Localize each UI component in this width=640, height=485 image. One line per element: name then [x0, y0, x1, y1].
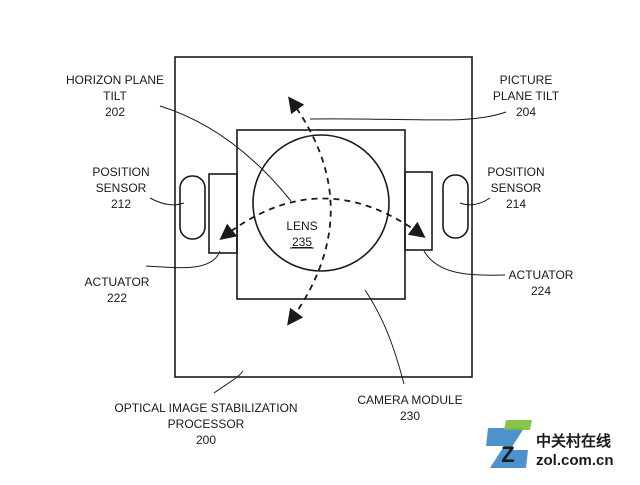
label-camera-ref: 230: [400, 409, 420, 423]
label-actuator222-ref: 222: [107, 291, 127, 305]
zol-brand-cn: 中关村在线: [536, 432, 611, 450]
label-picture-line2: PLANE TILT: [493, 89, 560, 103]
picture-plane-tilt-arc: [287, 96, 332, 326]
label-position-sensor-214: POSITION SENSOR 214: [487, 165, 544, 211]
horizon-plane-tilt-arc: [219, 197, 426, 241]
leader-camera-230: [364, 289, 405, 385]
label-horizon-ref: 202: [105, 105, 125, 119]
label-sensor214-ref: 214: [506, 197, 526, 211]
label-sensor214-line2: SENSOR: [491, 181, 542, 195]
label-sensor212-line1: POSITION: [92, 165, 149, 179]
actuator-left: [208, 173, 238, 254]
label-camera-line1: CAMERA MODULE: [357, 393, 462, 407]
zol-logo-letter: Z: [501, 442, 514, 467]
label-horizon-plane-tilt: HORIZON PLANE TILT 202: [66, 73, 164, 119]
label-horizon-line2: TILT: [103, 89, 127, 103]
leader-sensor-212: [149, 197, 185, 206]
position-sensor-left: [179, 175, 206, 240]
label-lens-ref: 235: [292, 235, 312, 249]
label-picture-plane-tilt: PICTURE PLANE TILT 204: [493, 73, 560, 119]
leader-actuator-222: [145, 250, 221, 269]
zol-watermark: Z 中关村在线 zol.com.cn: [486, 420, 614, 469]
leader-horizon-202: [159, 105, 292, 202]
position-sensor-right: [442, 174, 469, 239]
ois-processor-box: [174, 56, 473, 378]
label-ois-ref: 200: [196, 433, 216, 447]
label-ois-processor: OPTICAL IMAGE STABILIZATION PROCESSOR 20…: [114, 401, 297, 447]
zol-logo-icon: Z: [486, 420, 532, 468]
label-horizon-line1: HORIZON PLANE: [66, 73, 164, 87]
label-position-sensor-212: POSITION SENSOR 212: [92, 165, 149, 211]
label-actuator224-ref: 224: [531, 284, 551, 298]
label-lens-line1: LENS: [286, 219, 317, 233]
lens-circle: [252, 134, 390, 272]
label-sensor212-ref: 212: [111, 197, 131, 211]
label-actuator-222: ACTUATOR 222: [85, 275, 150, 305]
zol-url: zol.com.cn: [536, 452, 614, 469]
label-actuator224-line1: ACTUATOR: [509, 268, 574, 282]
camera-module-box: [236, 129, 406, 300]
label-ois-line1: OPTICAL IMAGE STABILIZATION: [114, 401, 297, 415]
leader-actuator-224: [423, 250, 506, 276]
label-actuator222-line1: ACTUATOR: [85, 275, 150, 289]
label-lens: LENS 235: [286, 219, 317, 249]
label-sensor212-line2: SENSOR: [96, 181, 147, 195]
leader-ois-200: [213, 370, 244, 394]
label-camera-module: CAMERA MODULE 230: [357, 393, 462, 423]
label-sensor214-line1: POSITION: [487, 165, 544, 179]
leader-picture-204: [309, 111, 507, 121]
leader-sensor-214: [459, 197, 491, 206]
label-picture-line1: PICTURE: [500, 73, 553, 87]
label-actuator-224: ACTUATOR 224: [509, 268, 574, 298]
label-ois-line2: PROCESSOR: [168, 417, 245, 431]
actuator-right: [404, 171, 433, 251]
label-picture-ref: 204: [516, 105, 536, 119]
